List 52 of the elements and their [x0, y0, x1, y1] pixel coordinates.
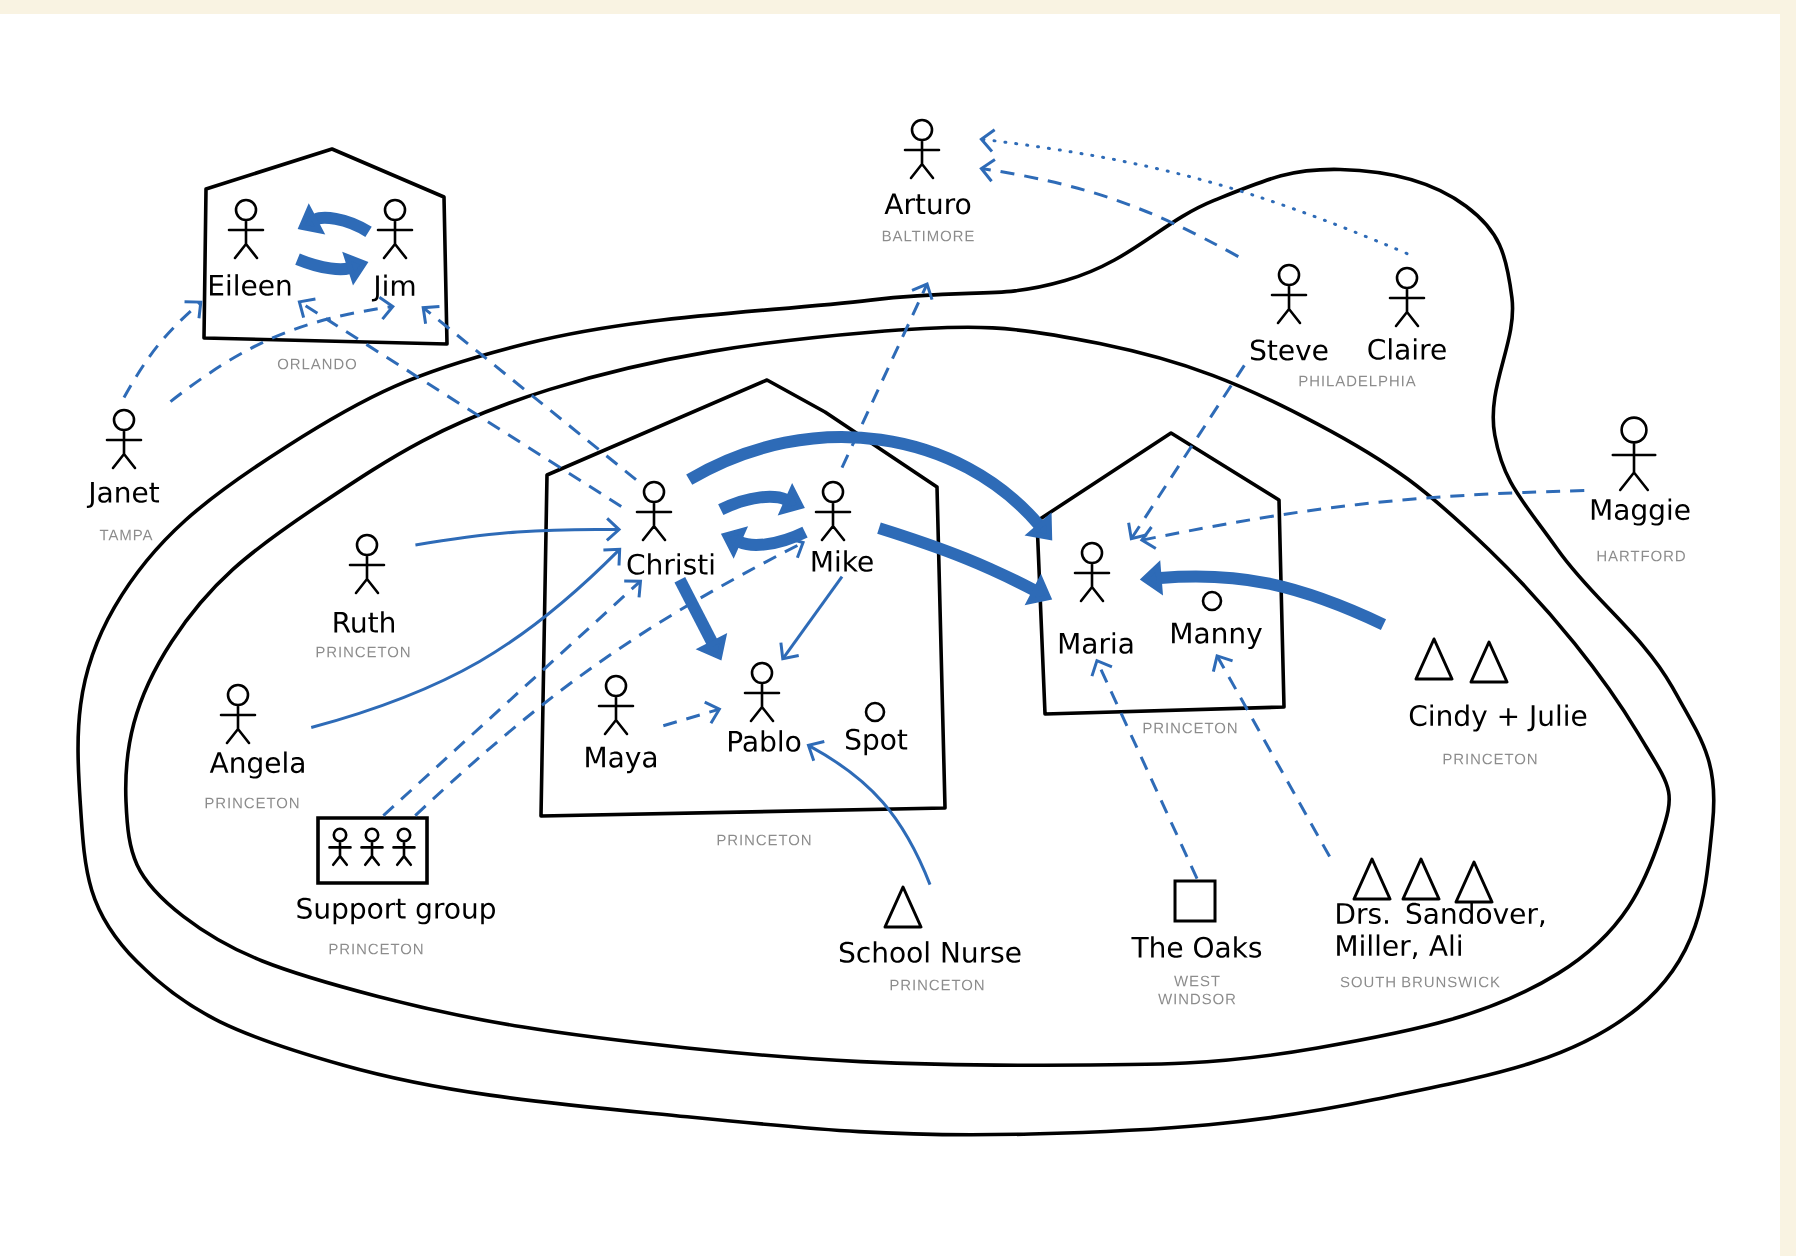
- place-label: ORLANDO: [277, 358, 357, 370]
- arrow: [169, 296, 395, 403]
- place-label: PRINCETON: [329, 943, 423, 955]
- arrow: [806, 740, 932, 886]
- name-label: Maya: [586, 746, 656, 774]
- arrow: [779, 575, 844, 661]
- name-label: Maggie: [1591, 498, 1690, 526]
- name-label: Eileen: [210, 274, 291, 296]
- name-label: Pablo: [729, 730, 801, 752]
- name-label: Christi: [627, 553, 714, 575]
- arrow: [297, 297, 623, 508]
- arrow: [662, 700, 722, 728]
- place-label: HARTFORD: [1597, 550, 1685, 562]
- arrow: [415, 517, 622, 547]
- name-label: Support group: [297, 897, 495, 925]
- arrow: [979, 158, 1240, 258]
- arrow: [310, 547, 622, 729]
- place-label: PRINCETON: [717, 834, 811, 846]
- arrow: [1211, 653, 1331, 858]
- name-label: Arturo: [884, 193, 971, 215]
- name-label: Jim: [371, 274, 415, 302]
- name-label: Janet: [86, 482, 160, 508]
- place-label: PHILADELPHIA: [1299, 375, 1416, 387]
- name-label: School Nurse: [839, 941, 1021, 963]
- arrow: [979, 128, 1409, 256]
- arrow: [1090, 658, 1199, 880]
- arrow: [382, 579, 643, 817]
- place-label: TAMPA: [99, 529, 153, 541]
- name-label: Ruth: [334, 611, 394, 633]
- place-label: PRINCETON: [1443, 753, 1537, 765]
- place-label: BALTIMORE: [882, 230, 974, 242]
- name-label: Cindy + Julie: [1409, 704, 1587, 732]
- name-label: Spot: [846, 728, 908, 756]
- name-label: Angela: [209, 751, 304, 779]
- name-label: Maria: [1059, 632, 1133, 654]
- arrow: [122, 300, 203, 399]
- arrow: [840, 282, 934, 469]
- arrow: [1127, 364, 1246, 541]
- name-label: The Oaks: [1131, 936, 1262, 958]
- name-label: Claire: [1368, 338, 1446, 360]
- place-label: PRINCETON: [205, 797, 299, 809]
- arrow: [1139, 489, 1585, 550]
- name-label: Mike: [812, 550, 873, 572]
- name-label: Manny: [1172, 622, 1262, 650]
- place-label: PRINCETON: [316, 646, 410, 658]
- place-label: WEST WINDSOR: [1158, 975, 1236, 1005]
- place-label: SOUTH BRUNSWICK: [1340, 976, 1500, 988]
- name-label: Drs. Sandover, Miller, Ali: [1337, 902, 1545, 959]
- name-label: Steve: [1250, 339, 1328, 361]
- place-label: PRINCETON: [890, 979, 984, 991]
- place-label: PRINCETON: [1143, 722, 1237, 734]
- arrow: [421, 305, 637, 481]
